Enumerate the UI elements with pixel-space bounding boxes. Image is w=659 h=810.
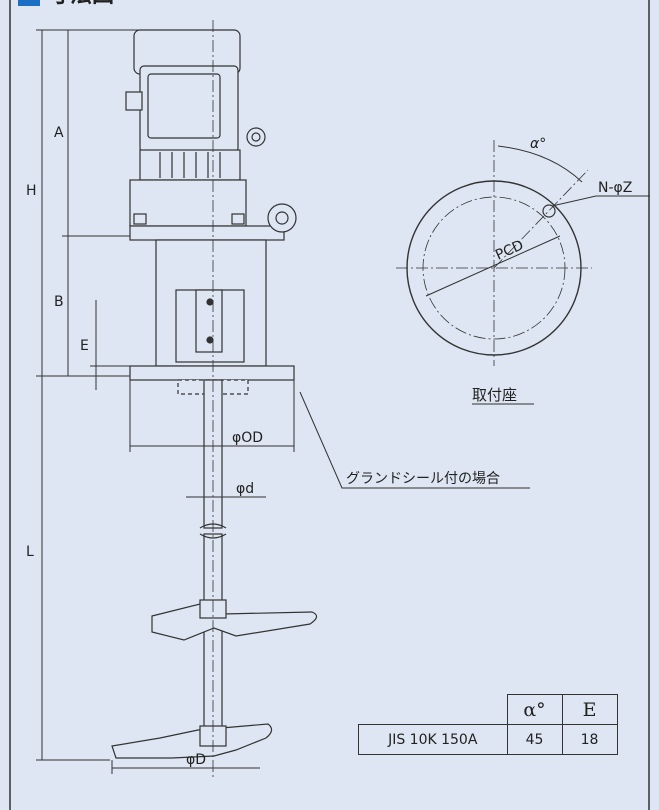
flange-caption: 取付座 bbox=[472, 386, 517, 404]
dim-label-e: E bbox=[80, 338, 89, 354]
gland-seal-note: グランドシール付の場合 bbox=[346, 471, 500, 487]
dim-label-d-impeller: φD bbox=[186, 752, 206, 768]
flange-view bbox=[396, 140, 650, 405]
flange-nz-label: N-φZ bbox=[598, 180, 632, 196]
dim-label-l: L bbox=[26, 544, 34, 560]
dim-label-b: B bbox=[54, 294, 64, 310]
col-e-header: E bbox=[561, 694, 618, 725]
alpha-value: 45 bbox=[506, 724, 563, 755]
e-value: 18 bbox=[561, 724, 618, 755]
title-marker-icon bbox=[18, 0, 40, 6]
spec-table: α° E JIS 10K 150A 45 18 bbox=[358, 694, 618, 755]
upper-impeller bbox=[151, 599, 318, 641]
table-header-row: α° E bbox=[359, 694, 618, 725]
dim-label-d-shaft: φd bbox=[236, 481, 254, 497]
col-alpha-header: α° bbox=[506, 694, 563, 725]
dim-label-a: A bbox=[54, 125, 64, 141]
bottom-dimensions bbox=[111, 380, 530, 774]
table-row: JIS 10K 150A 45 18 bbox=[358, 724, 618, 755]
page-title: 寸法図 bbox=[48, 0, 114, 8]
row-label: JIS 10K 150A bbox=[358, 724, 508, 755]
motor-body bbox=[125, 29, 297, 241]
dim-label-h: H bbox=[26, 183, 37, 199]
left-dimensions bbox=[36, 29, 140, 761]
flange-pcd-label: PCD bbox=[493, 237, 526, 263]
dim-label-od: φOD bbox=[232, 430, 263, 446]
stand-body bbox=[129, 239, 295, 395]
flange-alpha-label: α° bbox=[530, 136, 546, 152]
